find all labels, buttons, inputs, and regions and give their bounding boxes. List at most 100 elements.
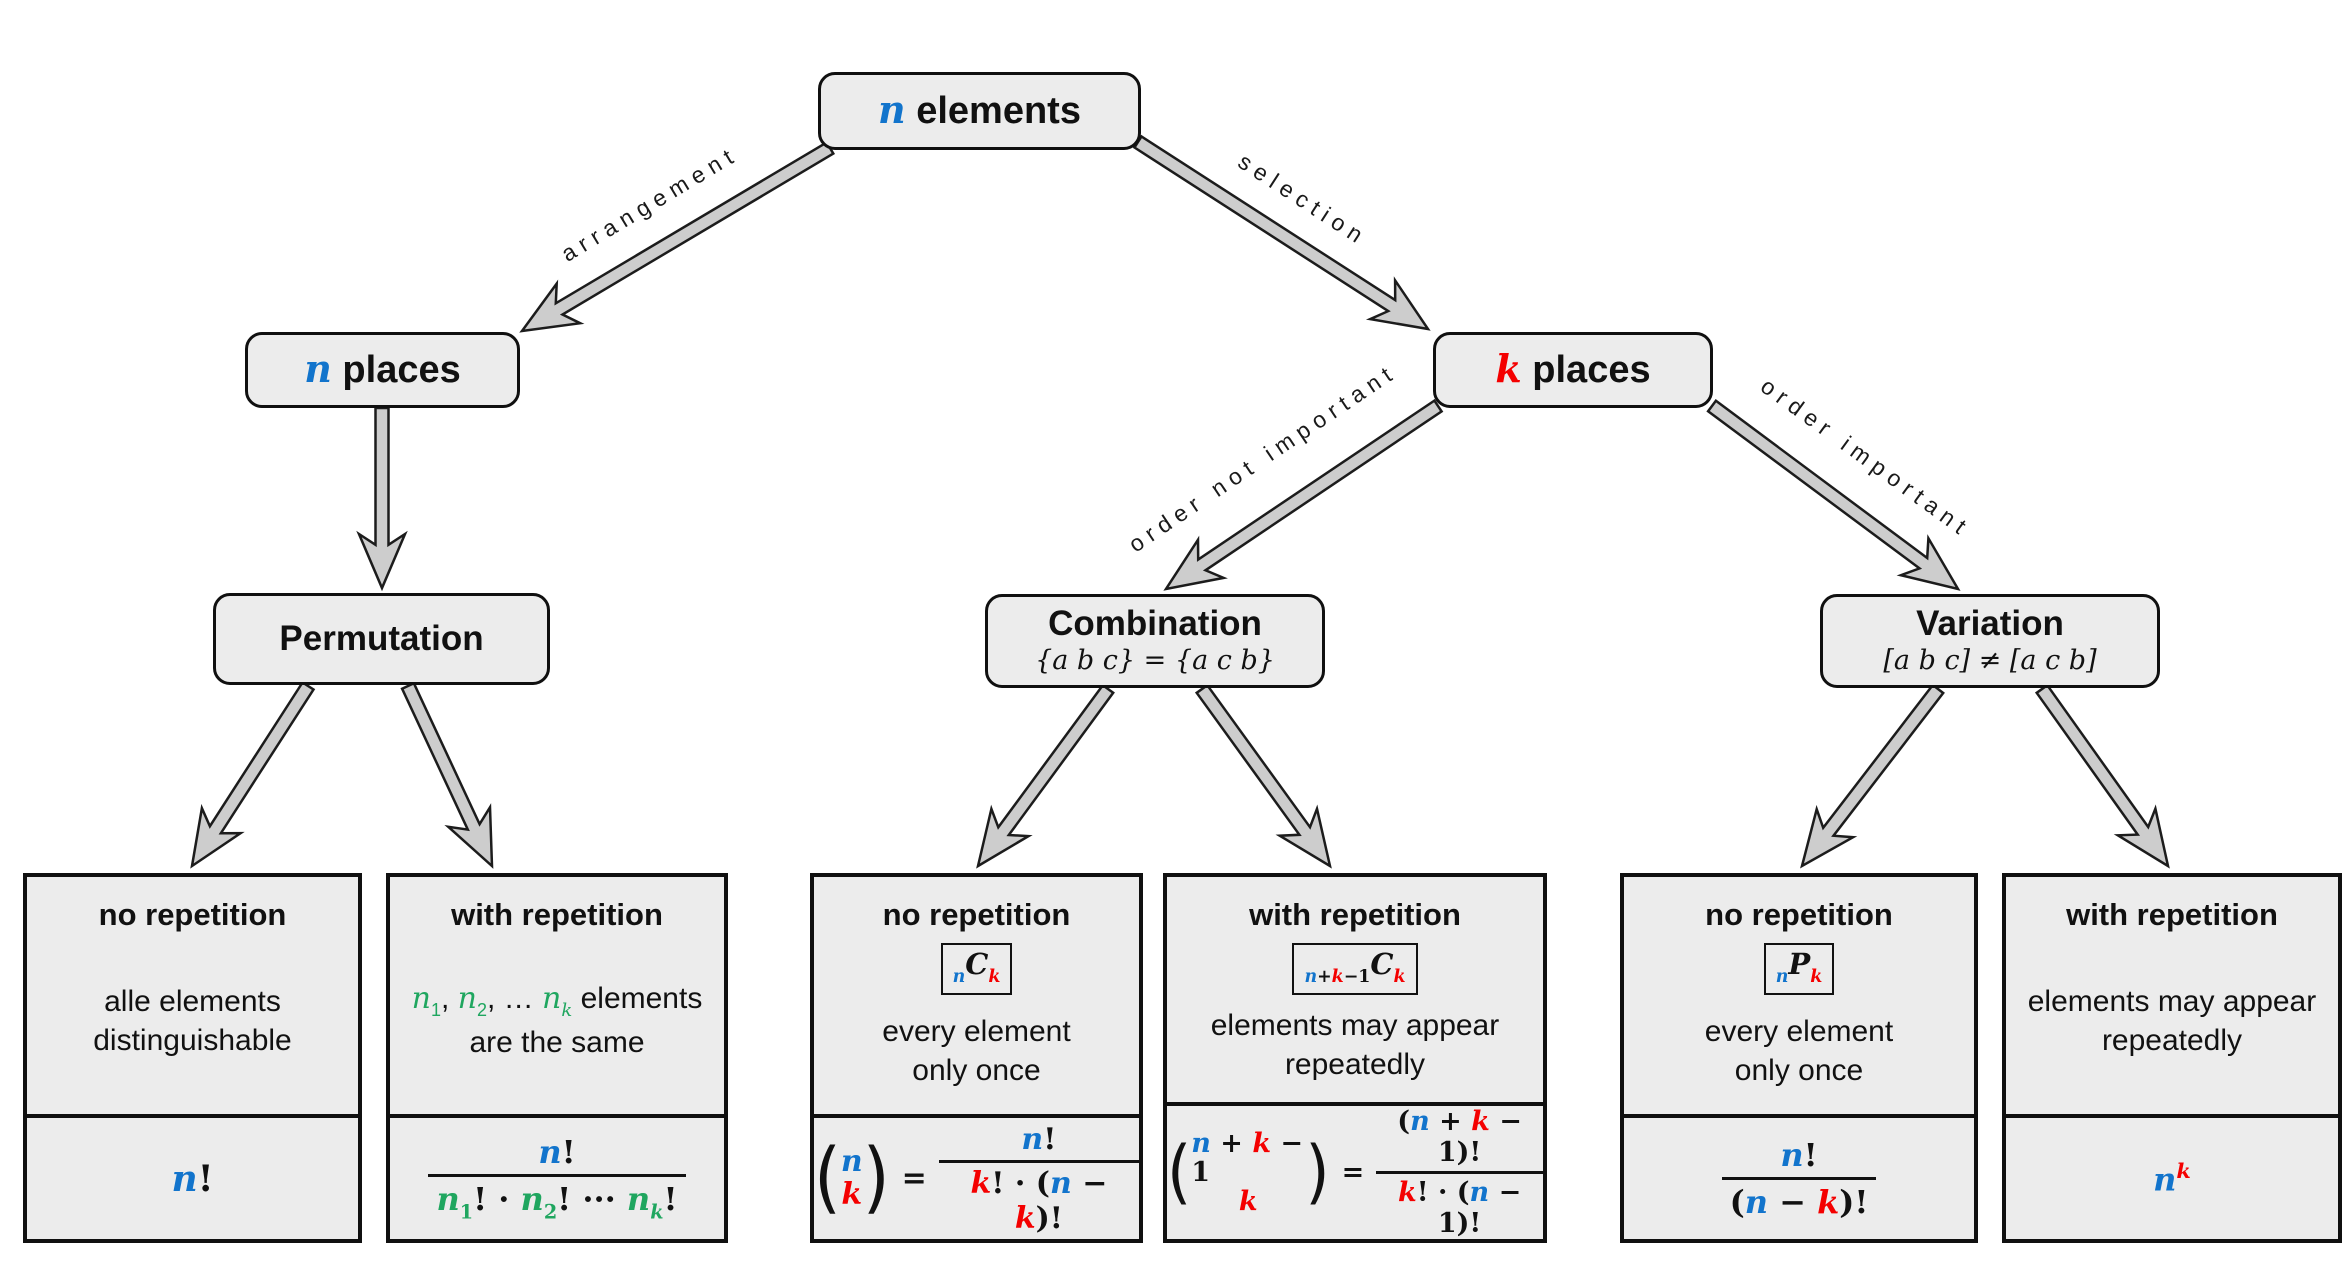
binomial-bottom: k: [1238, 1186, 1258, 1218]
fraction-denominator: k! · (n − k)!: [938, 1159, 1139, 1236]
flow-arrow: [2034, 683, 2170, 869]
right-paren: ): [862, 1133, 890, 1223]
symbol-n-plus-k-minus-1-Ck: n+k−1Ck: [1292, 943, 1418, 995]
equals-sign: =: [1341, 1157, 1365, 1188]
leaf-top-section: with repetition n+k−1Ck elements may app…: [1167, 877, 1543, 1106]
flow-arrow: [1194, 683, 1332, 869]
node-k-places-title: k places: [1495, 346, 1651, 392]
leaf-title: no repetition: [1705, 897, 1893, 932]
flow-arrow: [190, 680, 316, 869]
leaf-formula: nk: [2006, 1118, 2338, 1239]
leaf-body: n1, n2, … nk elements are the same: [412, 933, 703, 1114]
leaf-body-line: elements may appear: [2027, 984, 2317, 1018]
fraction-numerator: n!: [1780, 1136, 1818, 1174]
leaf-body-line: elements may appear: [1210, 1009, 1500, 1043]
leaf-top-section: no repetition nPk every element only onc…: [1624, 877, 1974, 1118]
left-paren: (: [814, 1133, 841, 1223]
node-k-places: k places: [1433, 332, 1713, 408]
flow-arrow: [1132, 134, 1431, 331]
leaf-body: every element only once: [1705, 995, 1893, 1114]
leaf-formula: n! (n − k)!: [1624, 1118, 1974, 1239]
leaf-combination-with-repetition: with repetition n+k−1Ck elements may app…: [1163, 873, 1547, 1243]
node-variation-subtitle: [a b c] ≠ [a c b]: [1883, 645, 2097, 677]
equals-sign: =: [901, 1161, 927, 1196]
leaf-body-line: only once: [912, 1054, 1041, 1088]
symbol-text: nCk: [952, 947, 1001, 987]
node-combination-title: Combination: [1048, 603, 1262, 643]
leaf-top-section: with repetition n1, n2, … nk elements ar…: [390, 877, 724, 1118]
node-permutation-title: Permutation: [279, 618, 484, 658]
leaf-body-line: repeatedly: [1284, 1048, 1426, 1082]
leaf-body-line: every element: [1704, 1015, 1894, 1049]
fraction-denominator: (n − k)!: [1721, 1177, 1877, 1221]
binomial-coefficient: ( n + k − 1 k ): [1167, 1127, 1330, 1218]
fraction-numerator: n!: [1021, 1121, 1057, 1157]
flow-arrow: [356, 406, 408, 592]
flow-arrow: [1800, 683, 1945, 869]
flow-arrow: [400, 681, 494, 869]
leaf-title: no repetition: [882, 897, 1071, 932]
symbol-text: nPk: [1775, 947, 1823, 987]
node-n-elements-title: n elements: [878, 87, 1081, 133]
leaf-body-line: only once: [1734, 1054, 1864, 1088]
symbol-text: n+k−1Ck: [1304, 947, 1406, 987]
formula-fraction: n! n1! · n2! ··· nk!: [428, 1133, 686, 1224]
formula-n-power-k: nk: [2153, 1158, 2191, 1199]
node-n-places: n places: [245, 332, 520, 408]
leaf-top-section: no repetition nCk every element only onc…: [814, 877, 1139, 1118]
formula-fraction: n! k! · (n − k)!: [938, 1121, 1139, 1236]
leaf-combination-no-repetition: no repetition nCk every element only onc…: [810, 873, 1143, 1243]
node-variation-title: Variation: [1916, 603, 2064, 643]
symbol-nPk: nPk: [1763, 943, 1835, 995]
formula-fraction: n! (n − k)!: [1721, 1136, 1877, 1221]
leaf-variation-with-repetition: with repetition elements may appear repe…: [2002, 873, 2342, 1243]
leaf-title: with repetition: [451, 897, 663, 932]
node-permutation: Permutation: [213, 593, 550, 685]
binomial-top: n: [840, 1144, 863, 1180]
leaf-body: every element only once: [882, 995, 1070, 1114]
leaf-title: with repetition: [1249, 897, 1461, 932]
node-n-places-title: n places: [304, 346, 461, 392]
flow-arrow: [1706, 399, 1961, 591]
leaf-body-line: n1, n2, … nk elements: [411, 981, 703, 1022]
leaf-permutation-with-repetition: with repetition n1, n2, … nk elements ar…: [386, 873, 728, 1243]
fraction-denominator: n1! · n2! ··· nk!: [428, 1174, 686, 1224]
leaf-title: no repetition: [98, 897, 287, 932]
fraction-denominator: k! · (n − 1)!: [1376, 1171, 1543, 1239]
formula-fraction: (n + k − 1)! k! · (n − 1)!: [1376, 1106, 1543, 1239]
leaf-formula: n! n1! · n2! ··· nk!: [390, 1118, 724, 1239]
symbol-nCk: nCk: [940, 943, 1013, 995]
leaf-formula: n!: [27, 1118, 358, 1239]
node-combination: Combination {a b c} = {a c b}: [985, 594, 1325, 688]
left-paren: (: [1167, 1131, 1192, 1213]
flow-arrow: [976, 683, 1115, 869]
flow-arrow: [519, 140, 836, 333]
node-variation: Variation [a b c] ≠ [a c b]: [1820, 594, 2160, 688]
leaf-body-line: are the same: [469, 1025, 645, 1059]
leaf-body: elements may appear repeatedly: [2028, 933, 2317, 1114]
leaf-title: with repetition: [2066, 897, 2278, 932]
node-combination-subtitle: {a b c} = {a c b}: [1035, 645, 1275, 677]
binomial-coefficient: ( n k ): [814, 1139, 890, 1216]
fraction-numerator: n!: [538, 1133, 576, 1172]
leaf-body-line: every element: [882, 1015, 1071, 1049]
binomial-bottom: k: [841, 1176, 863, 1212]
leaf-variation-no-repetition: no repetition nPk every element only onc…: [1620, 873, 1978, 1243]
right-paren: ): [1305, 1131, 1330, 1213]
leaf-permutation-no-repetition: no repetition alle elements distinguisha…: [23, 873, 362, 1243]
flow-arrow: [1163, 398, 1444, 591]
leaf-body: elements may appear repeatedly: [1211, 995, 1500, 1102]
leaf-body-line: alle elements: [104, 984, 281, 1018]
leaf-top-section: no repetition alle elements distinguisha…: [27, 877, 358, 1118]
binomial-top: n + k − 1: [1191, 1127, 1304, 1188]
node-n-elements: n elements: [818, 72, 1141, 150]
leaf-top-section: with repetition elements may appear repe…: [2006, 877, 2338, 1118]
formula-n-factorial: n!: [171, 1157, 214, 1200]
fraction-numerator: (n + k − 1)!: [1397, 1106, 1522, 1168]
leaf-body: alle elements distinguishable: [93, 933, 291, 1114]
leaf-formula: ( n + k − 1 k ) = (n + k − 1)! k! · (n −…: [1167, 1106, 1543, 1239]
leaf-formula: ( n k ) = n! k! · (n − k)!: [814, 1118, 1139, 1239]
leaf-body-line: repeatedly: [2101, 1023, 2243, 1057]
